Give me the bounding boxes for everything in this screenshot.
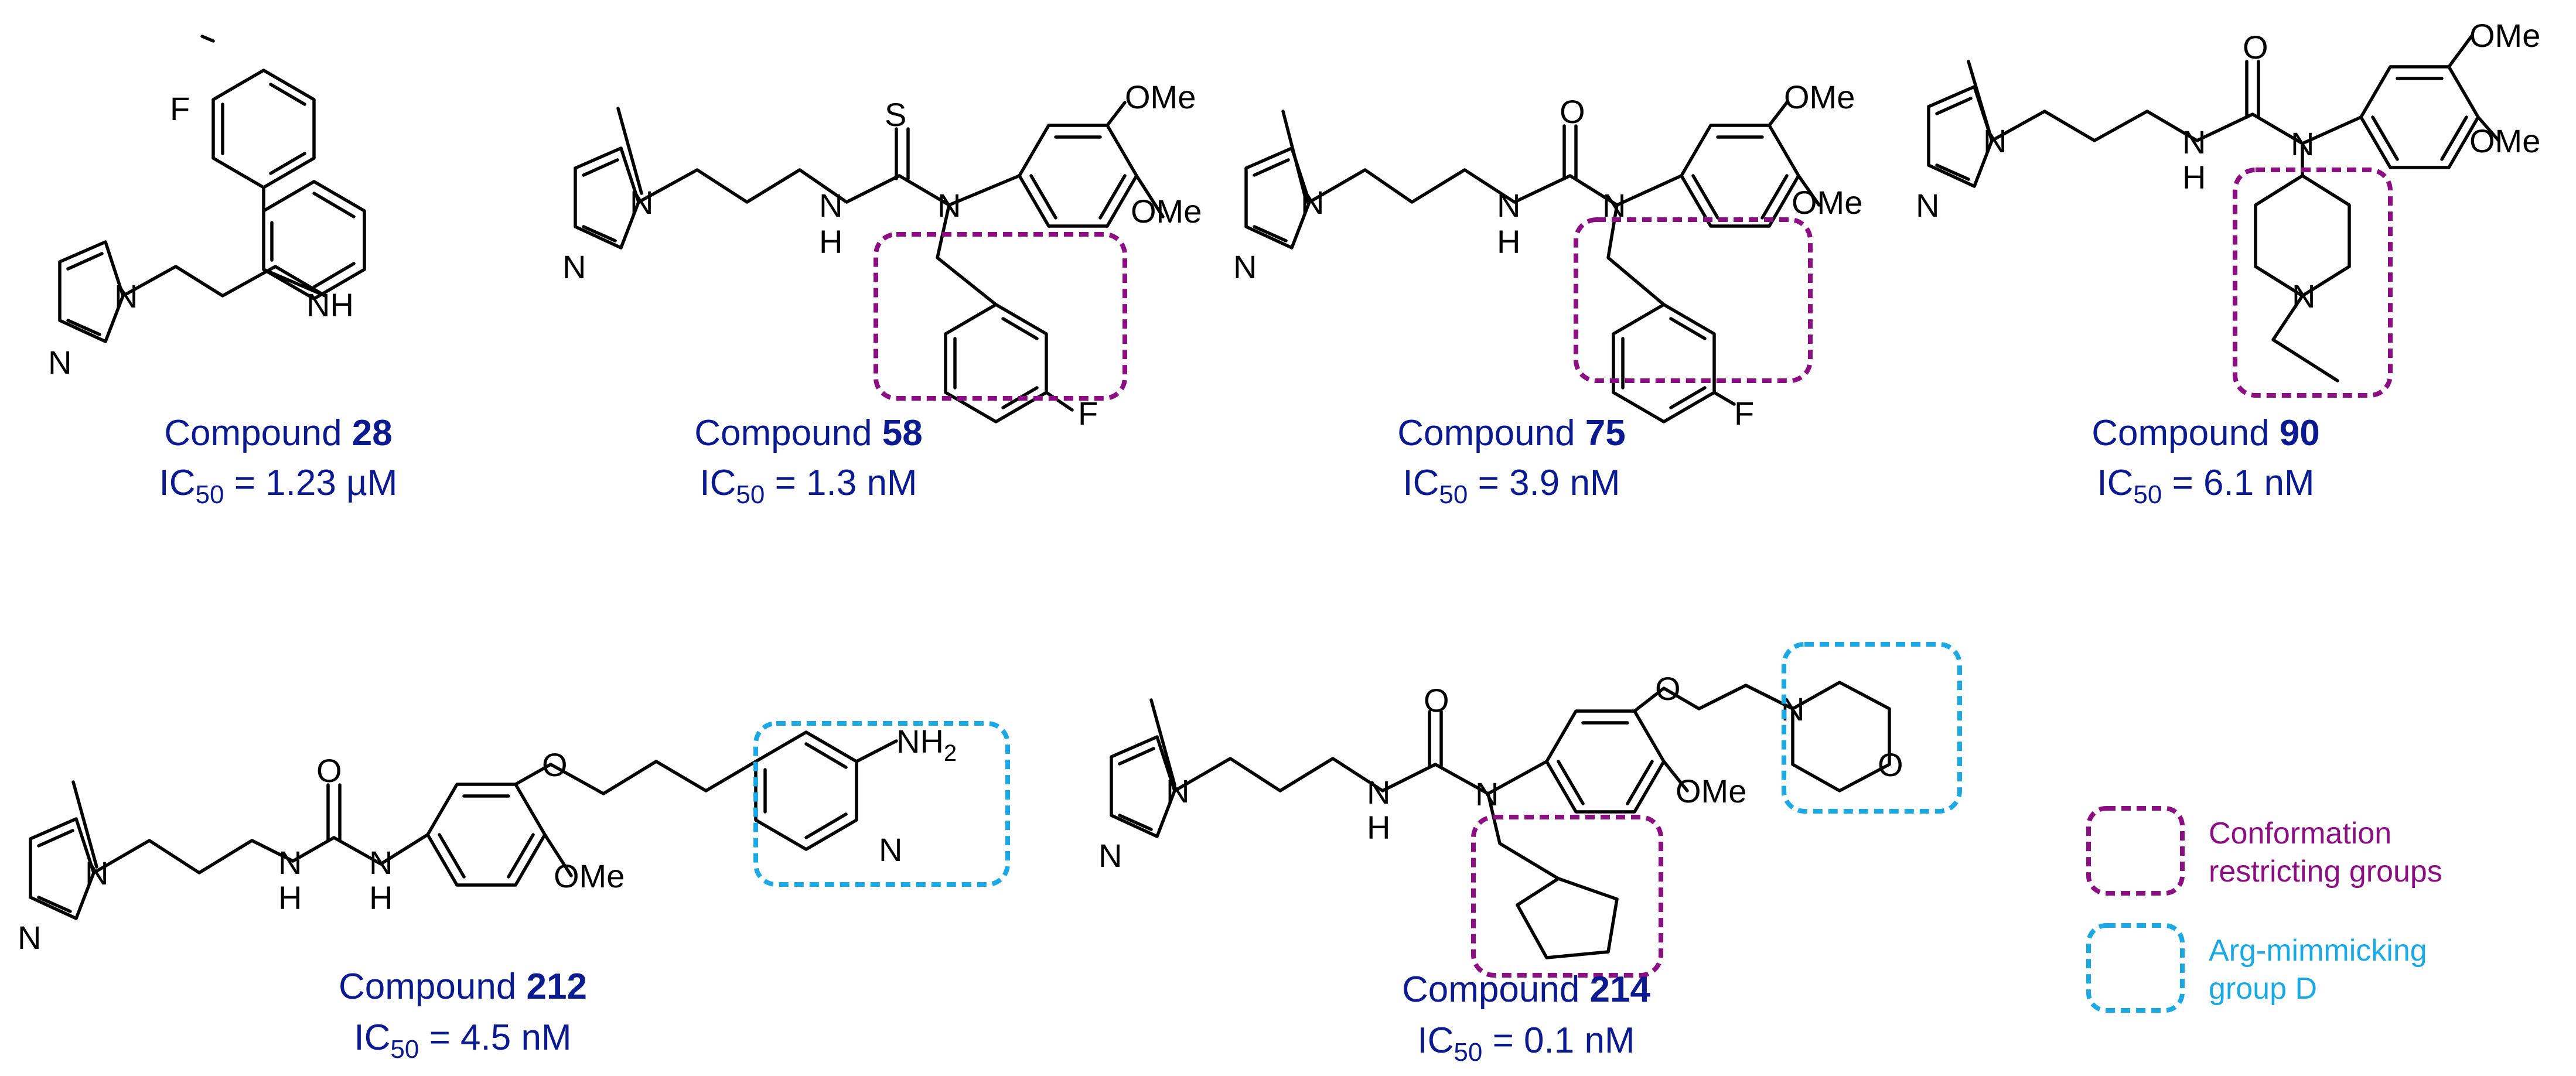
arg-box-214 — [1782, 642, 1962, 814]
nitrogen-label: N — [1233, 248, 1257, 285]
fluorine-label: F — [1078, 395, 1098, 432]
ether-oxygen-label: O — [1655, 670, 1681, 707]
methoxy-label: OMe — [554, 858, 625, 894]
legend-swatch-conformation — [2086, 806, 2185, 896]
legend-label-arg-line1: Arg-mimmicking — [2209, 934, 2427, 968]
conformation-box-90 — [2233, 168, 2393, 398]
legend: Conformation restricting groups Arg-mimm… — [2086, 806, 2442, 1013]
nitrogen-label: N — [114, 278, 138, 315]
caption-compound-28: Compound 28 — [164, 413, 393, 453]
ic50-compound-75: IC50 = 3.9 nM — [1403, 463, 1620, 509]
carbonyl-oxygen-label: O — [316, 752, 342, 789]
sulfur-label: S — [885, 96, 906, 133]
legend-label-conformation-line1: Conformation — [2209, 817, 2391, 850]
thiourea-n-label: N — [819, 187, 842, 224]
caption-compound-212: Compound 212 — [339, 966, 587, 1007]
thiourea-h-label: H — [819, 223, 842, 260]
urea-h-label: H — [1497, 223, 1520, 260]
conformation-box-75 — [1574, 217, 1813, 383]
structure-compound-90: O N N N H N N OMe OMe — [1916, 17, 2540, 382]
conformation-box-58 — [874, 232, 1127, 401]
urea-h-label: H — [278, 879, 302, 916]
urea-n-label: N — [2182, 124, 2206, 160]
methoxy-label: OMe — [2469, 17, 2540, 54]
nitrogen-label: N — [630, 184, 653, 221]
structure-compound-28: F N N NH — [48, 35, 366, 381]
urea-h-label: H — [1367, 809, 1390, 846]
ic50-compound-212: IC50 = 4.5 nM — [354, 1017, 571, 1064]
methoxy-label: OMe — [2469, 122, 2540, 159]
nitrogen-label: N — [1301, 184, 1324, 221]
urea-n-label: N — [1497, 187, 1520, 224]
structure-compound-58: S N N N H N OMe OMe F — [562, 78, 1202, 432]
methoxy-label: OMe — [1131, 193, 1202, 230]
urea-n-label: N — [2291, 125, 2314, 162]
methoxy-label: OMe — [1676, 773, 1746, 809]
fluorine-label: F — [1734, 395, 1754, 432]
structure-compound-212: O N N N H N H O OMe N NH2 — [18, 723, 957, 956]
fluorine-label: F — [170, 90, 190, 127]
caption-compound-58: Compound 58 — [694, 413, 923, 453]
thiourea-n-label: N — [937, 187, 961, 224]
urea-n-label: N — [369, 844, 393, 881]
captions: Compound 28 IC50 = 1.23 µM Compound 58 I… — [159, 413, 2320, 1067]
nitrogen-label: N — [1098, 837, 1122, 874]
ic50-compound-214: IC50 = 0.1 nM — [1417, 1020, 1635, 1067]
ic50-compound-90: IC50 = 6.1 nM — [2097, 463, 2314, 509]
legend-swatch-arg — [2086, 923, 2185, 1013]
urea-h-label: H — [369, 879, 393, 916]
urea-h-label: H — [2182, 159, 2206, 196]
methoxy-label: OMe — [1784, 78, 1855, 115]
piperidine-n-label: N — [2292, 278, 2315, 315]
methoxy-label: OMe — [1125, 78, 1196, 115]
ic50-compound-58: IC50 = 1.3 nM — [700, 463, 917, 509]
carbonyl-oxygen-label: O — [2243, 29, 2268, 66]
caption-compound-90: Compound 90 — [2091, 413, 2320, 453]
amino-label: NH2 — [896, 723, 957, 766]
urea-n-label: N — [278, 844, 302, 881]
highlight-boxes — [753, 168, 2393, 978]
structure-compound-214: O N N N H N O OMe N O — [1098, 670, 1903, 959]
nitrogen-label: N — [1166, 773, 1189, 809]
legend-label-arg-line2: group D — [2209, 972, 2317, 1006]
carbonyl-oxygen-label: O — [1424, 682, 1449, 719]
nitrogen-label: N — [1983, 122, 2007, 159]
nitrogen-label: N — [18, 919, 41, 956]
caption-compound-214: Compound 214 — [1402, 969, 1651, 1010]
methoxy-label: OMe — [1792, 184, 1862, 221]
conformation-box-214 — [1471, 815, 1663, 978]
carbonyl-oxygen-label: O — [1560, 93, 1585, 130]
caption-compound-75: Compound 75 — [1397, 413, 1626, 453]
nitrogen-label: N — [562, 248, 586, 285]
structure-compound-75: O N N N H N OMe OMe F — [1233, 78, 1862, 432]
ic50-compound-28: IC50 = 1.23 µM — [159, 463, 398, 509]
amine-nh-label: NH — [306, 286, 354, 323]
nitrogen-label: N — [1916, 187, 1939, 224]
pyridine-n-label: N — [879, 831, 902, 868]
morpholine-o-label: O — [1878, 746, 1903, 783]
ether-oxygen-label: O — [542, 746, 568, 783]
urea-n-label: N — [1475, 776, 1499, 812]
urea-n-label: N — [1367, 774, 1390, 811]
nitrogen-label: N — [85, 855, 108, 891]
nitrogen-label: N — [48, 344, 71, 381]
legend-label-conformation-line2: restricting groups — [2209, 855, 2442, 889]
